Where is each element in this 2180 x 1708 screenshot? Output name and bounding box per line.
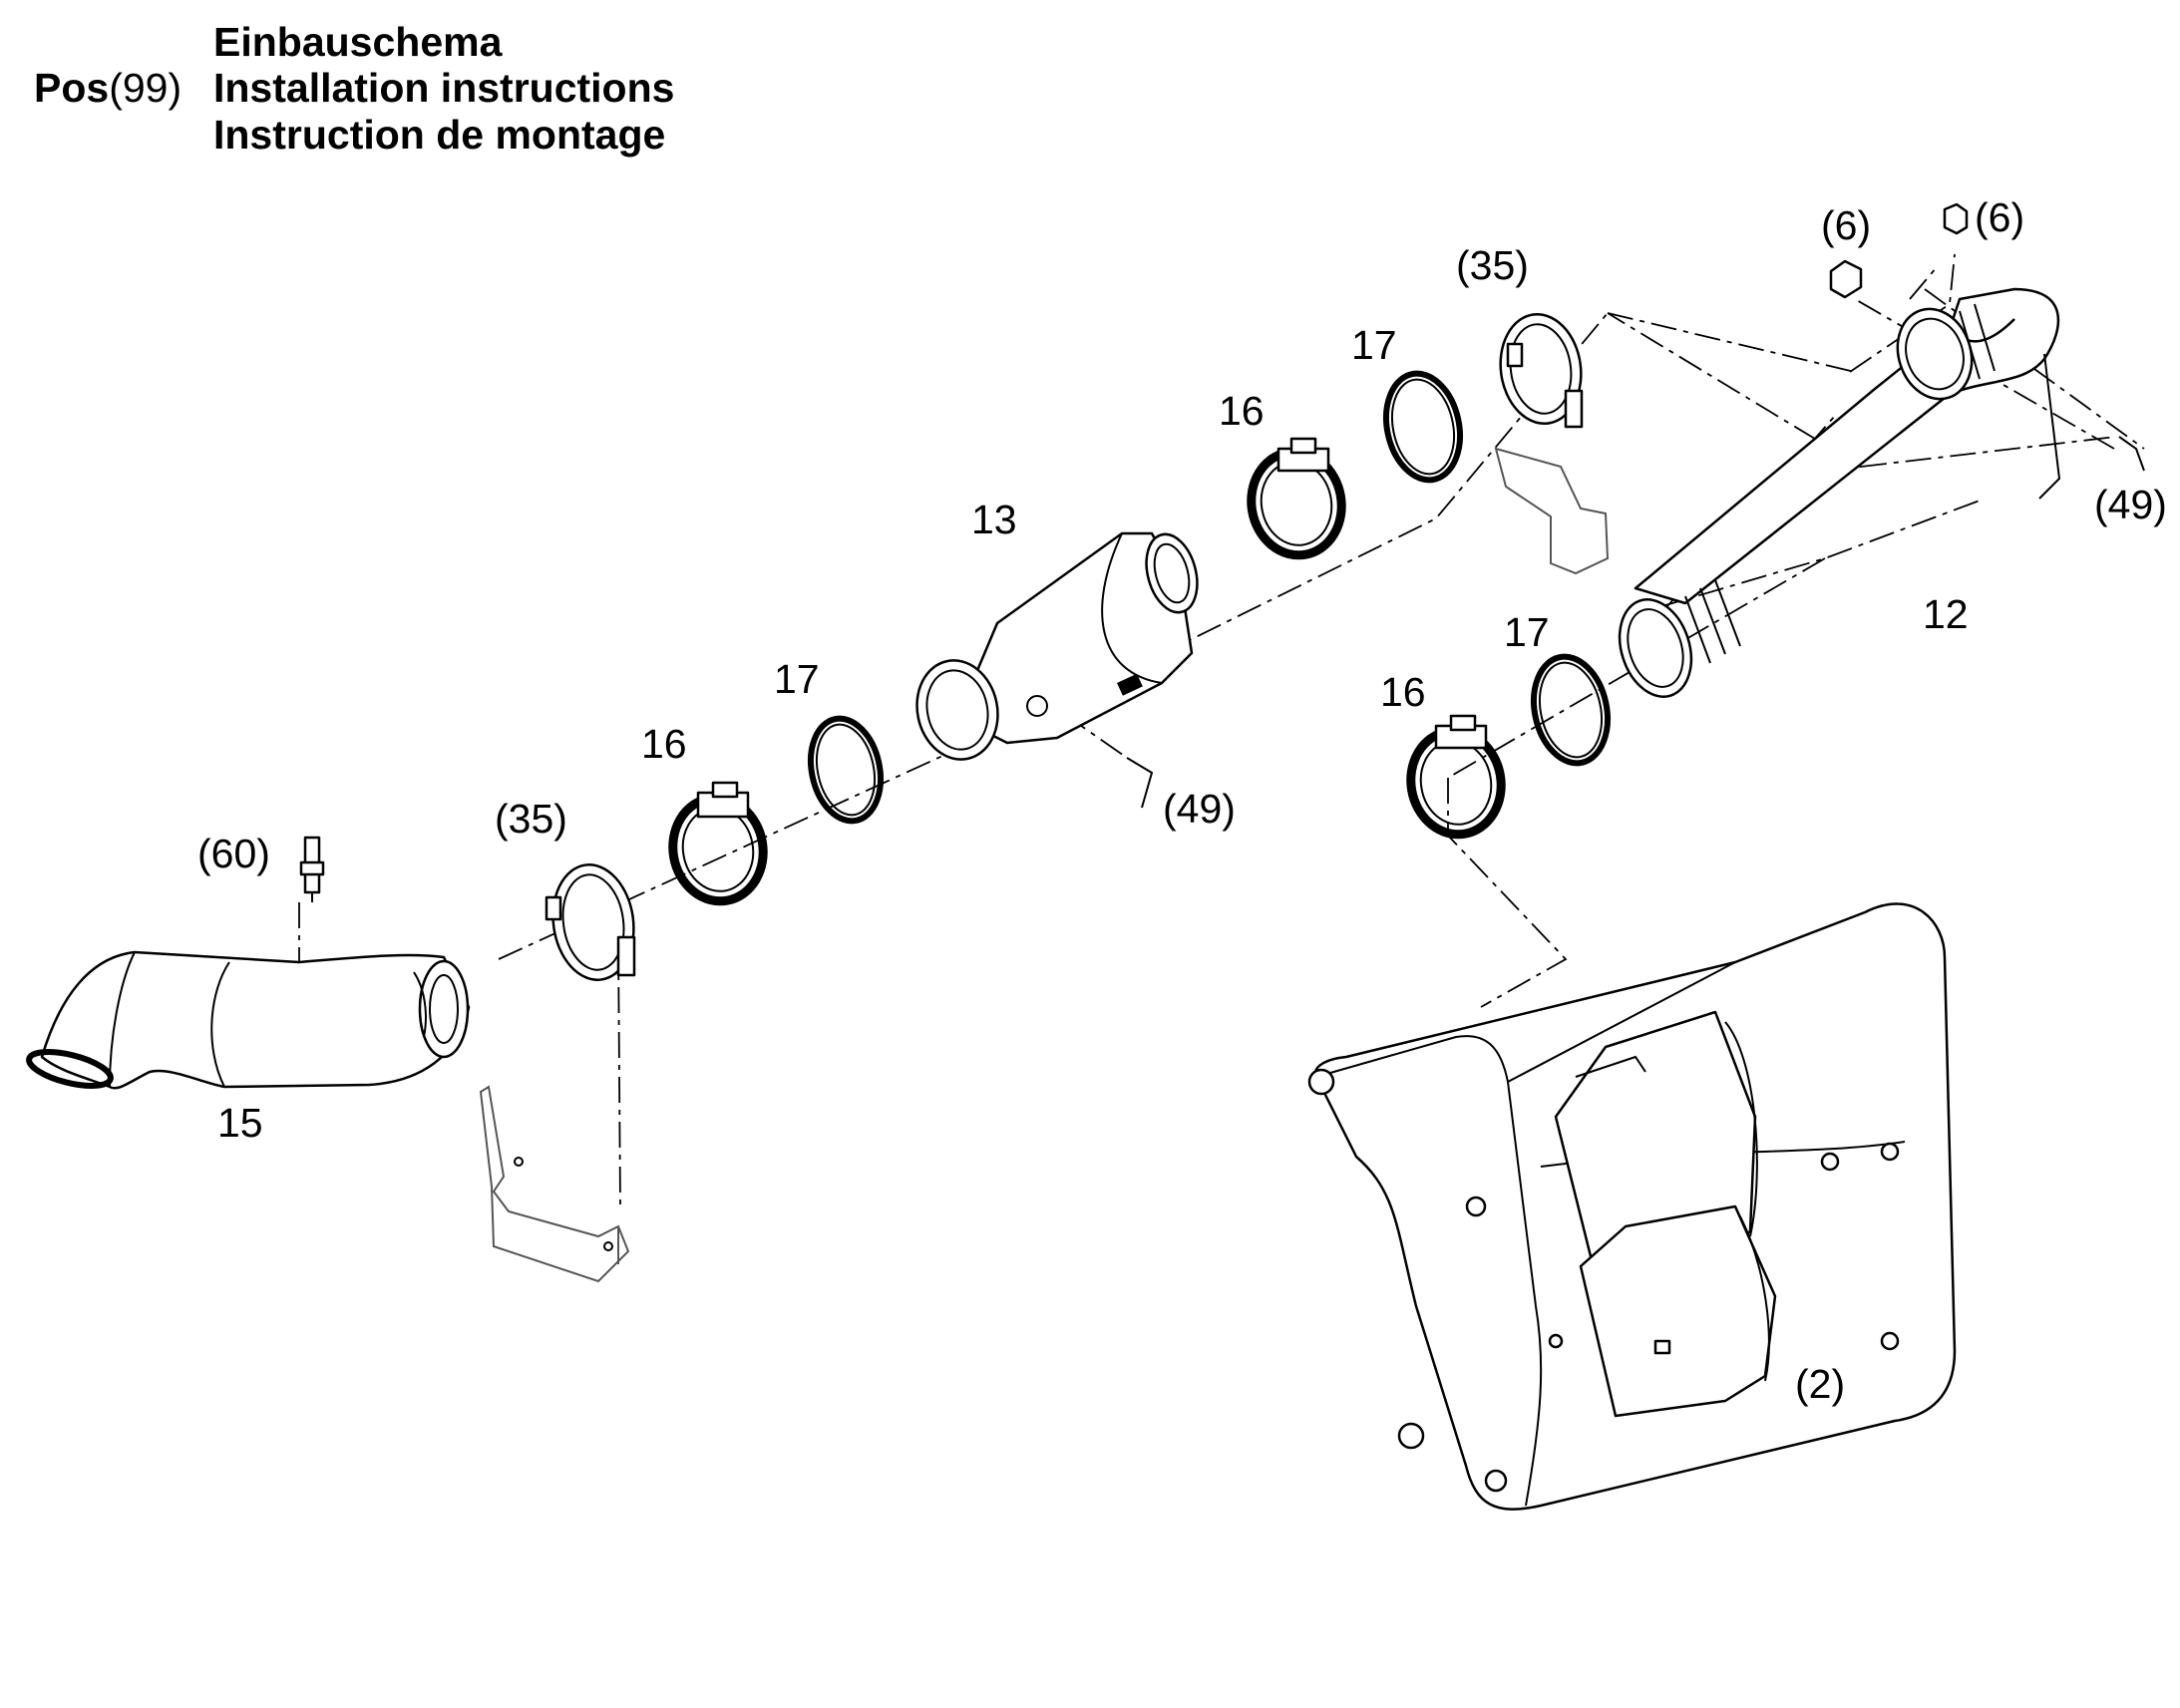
callout-17-right: 17 <box>1504 609 1550 655</box>
callout-16-right: 16 <box>1380 669 1426 715</box>
part-2-aftertreatment-unit <box>1307 902 1957 1511</box>
part-17-gasket-top <box>1383 370 1463 484</box>
callout-12: 12 <box>1923 591 1969 637</box>
part-17-gasket-right <box>1531 653 1611 767</box>
part-17-gasket-left <box>808 715 884 825</box>
title-french: Instruction de montage <box>213 112 666 158</box>
pos-number: (99) <box>109 65 182 111</box>
callout-17-top: 17 <box>1351 322 1397 368</box>
part-16-clamp-top <box>1247 437 1346 560</box>
part-35-clamp-left <box>545 863 636 981</box>
callout-13: 13 <box>971 497 1017 542</box>
callout-16-left: 16 <box>641 721 687 767</box>
part-16-clamp-left <box>668 781 768 906</box>
callout-49-right: (49) <box>2094 482 2167 527</box>
part-35-clamp-top <box>1499 313 1584 429</box>
callout-2: (2) <box>1795 1361 1845 1407</box>
pos-text: Pos <box>34 65 110 111</box>
callout-6-left: (6) <box>1821 202 1871 248</box>
callout-60: (60) <box>197 831 270 876</box>
part-16-clamp-right <box>1406 714 1506 840</box>
position-label: Pos(99) <box>34 68 182 109</box>
part-12-pipe <box>1618 287 2061 698</box>
part-13-catalyst <box>915 531 1199 761</box>
callout-17-left: 17 <box>774 656 820 702</box>
callout-6-right: (6) <box>1975 194 2024 240</box>
part-60-sensor <box>299 836 325 902</box>
title-german: Einbauschema <box>213 19 503 65</box>
part-49-screw-right <box>2118 436 2145 472</box>
callout-49-mid: (49) <box>1163 786 1236 832</box>
bracket-left <box>479 1085 630 1283</box>
callout-labels: (60) 15 (35) 16 17 13 (49) 16 17 (35) (6… <box>197 194 2167 1407</box>
bracket-top <box>1494 447 1610 575</box>
part-6-nut-right <box>1943 202 1969 235</box>
callout-15: 15 <box>217 1100 263 1146</box>
callout-16-top: 16 <box>1219 388 1265 434</box>
part-15-bent-pipe <box>26 950 471 1090</box>
part-49-screw-mid <box>1126 757 1154 809</box>
callout-35-left: (35) <box>495 796 567 842</box>
callout-35-top: (35) <box>1456 242 1529 288</box>
part-6-nut-left <box>1829 259 1863 299</box>
title-english: Installation instructions <box>213 65 675 111</box>
